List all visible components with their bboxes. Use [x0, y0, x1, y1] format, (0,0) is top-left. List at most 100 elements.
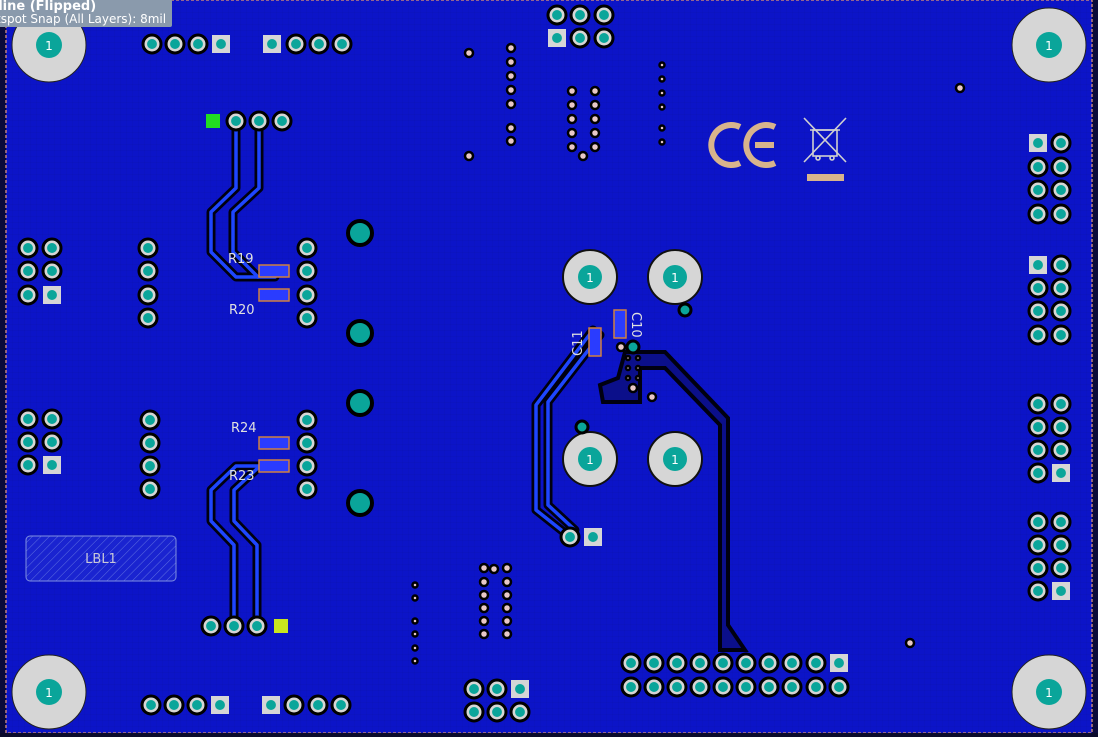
pad-round: [735, 652, 757, 674]
via: [658, 61, 666, 69]
pad-round: [283, 694, 305, 716]
pad-round: [186, 694, 208, 716]
via: [505, 56, 517, 68]
pad-round: [463, 701, 485, 723]
pad-round: [17, 408, 39, 430]
via: [589, 85, 601, 97]
pad-round: [296, 478, 318, 500]
pad-round: [712, 652, 734, 674]
via: [658, 75, 666, 83]
pad-round: [331, 33, 353, 55]
pad-round: [17, 431, 39, 453]
pad-round: [1050, 300, 1072, 322]
via: [589, 113, 601, 125]
pad-round: [1027, 557, 1049, 579]
pad-round: [463, 678, 485, 700]
via-teal: [574, 419, 590, 435]
pad-round: [296, 284, 318, 306]
via: [501, 628, 513, 640]
pad-round: [569, 4, 591, 26]
pad-round: [17, 284, 39, 306]
via-teal: [625, 339, 641, 355]
via: [624, 354, 632, 362]
pad-round: [246, 615, 268, 637]
via: [478, 615, 490, 627]
pad-square: [1029, 134, 1047, 152]
pad-round: [1050, 324, 1072, 346]
via: [634, 364, 642, 372]
pad-round: [758, 652, 780, 674]
refdes-c10: C10: [628, 312, 643, 338]
refdes-r19: R19: [228, 252, 254, 267]
pad-round: [163, 694, 185, 716]
via: [505, 70, 517, 82]
via: [505, 84, 517, 96]
pad-round: [1027, 203, 1049, 225]
copper-region: [597, 350, 749, 652]
svg-text:1: 1: [1045, 686, 1053, 700]
pad-square: [548, 29, 566, 47]
pad-round: [1027, 534, 1049, 556]
pad-square: [43, 286, 61, 304]
pad-round: [620, 676, 642, 698]
pad-round: [296, 307, 318, 329]
via: [658, 138, 666, 146]
pad-round: [1050, 132, 1072, 154]
copper-pour-bottom: [6, 0, 1092, 733]
weee-bar: [807, 174, 844, 181]
pad-round: [593, 27, 615, 49]
pad-round: [689, 676, 711, 698]
pad-round: [296, 260, 318, 282]
via: [624, 374, 632, 382]
pad-round: [712, 676, 734, 698]
via: [566, 99, 578, 111]
pad-round: [486, 701, 508, 723]
pad-round: [296, 432, 318, 454]
via: [501, 589, 513, 601]
pad-round: [593, 4, 615, 26]
pad-round: [17, 260, 39, 282]
pad-round: [486, 678, 508, 700]
pad-round: [307, 694, 329, 716]
via: [505, 98, 517, 110]
pad-round: [620, 652, 642, 674]
via-teal: [677, 302, 693, 318]
pad-square: [212, 35, 230, 53]
pad-round: [248, 110, 270, 132]
via: [411, 657, 419, 665]
pad-round: [1027, 156, 1049, 178]
pad-square: [262, 696, 280, 714]
pad-round: [735, 676, 757, 698]
via: [488, 563, 500, 575]
via: [411, 581, 419, 589]
refdes-r24: R24: [231, 421, 257, 436]
via: [658, 103, 666, 111]
pad-selected-green: [206, 114, 220, 128]
pad-round: [1050, 156, 1072, 178]
pad-round: [296, 237, 318, 259]
mount-hole-labels: 1 1 1 1 1 1 1 1: [45, 39, 1053, 700]
via: [501, 615, 513, 627]
hud-snap-info: tspot Snap (All Layers): 8mil: [0, 12, 167, 26]
pad-round: [271, 110, 293, 132]
pad-round: [1050, 277, 1072, 299]
pad-round: [139, 409, 161, 431]
pad-round: [1050, 534, 1072, 556]
pad-round: [666, 676, 688, 698]
pad-round: [805, 652, 827, 674]
pad-round: [139, 478, 161, 500]
pad-round: [137, 237, 159, 259]
pad-round: [1050, 416, 1072, 438]
via: [505, 135, 517, 147]
pad-round: [141, 33, 163, 55]
pad-round: [330, 694, 352, 716]
pad-square: [1029, 256, 1047, 274]
pad-round: [296, 455, 318, 477]
via: [478, 576, 490, 588]
large-vias: [346, 219, 374, 517]
pad-round: [296, 409, 318, 431]
via: [658, 124, 666, 132]
via: [634, 374, 642, 382]
pad-round: [643, 652, 665, 674]
